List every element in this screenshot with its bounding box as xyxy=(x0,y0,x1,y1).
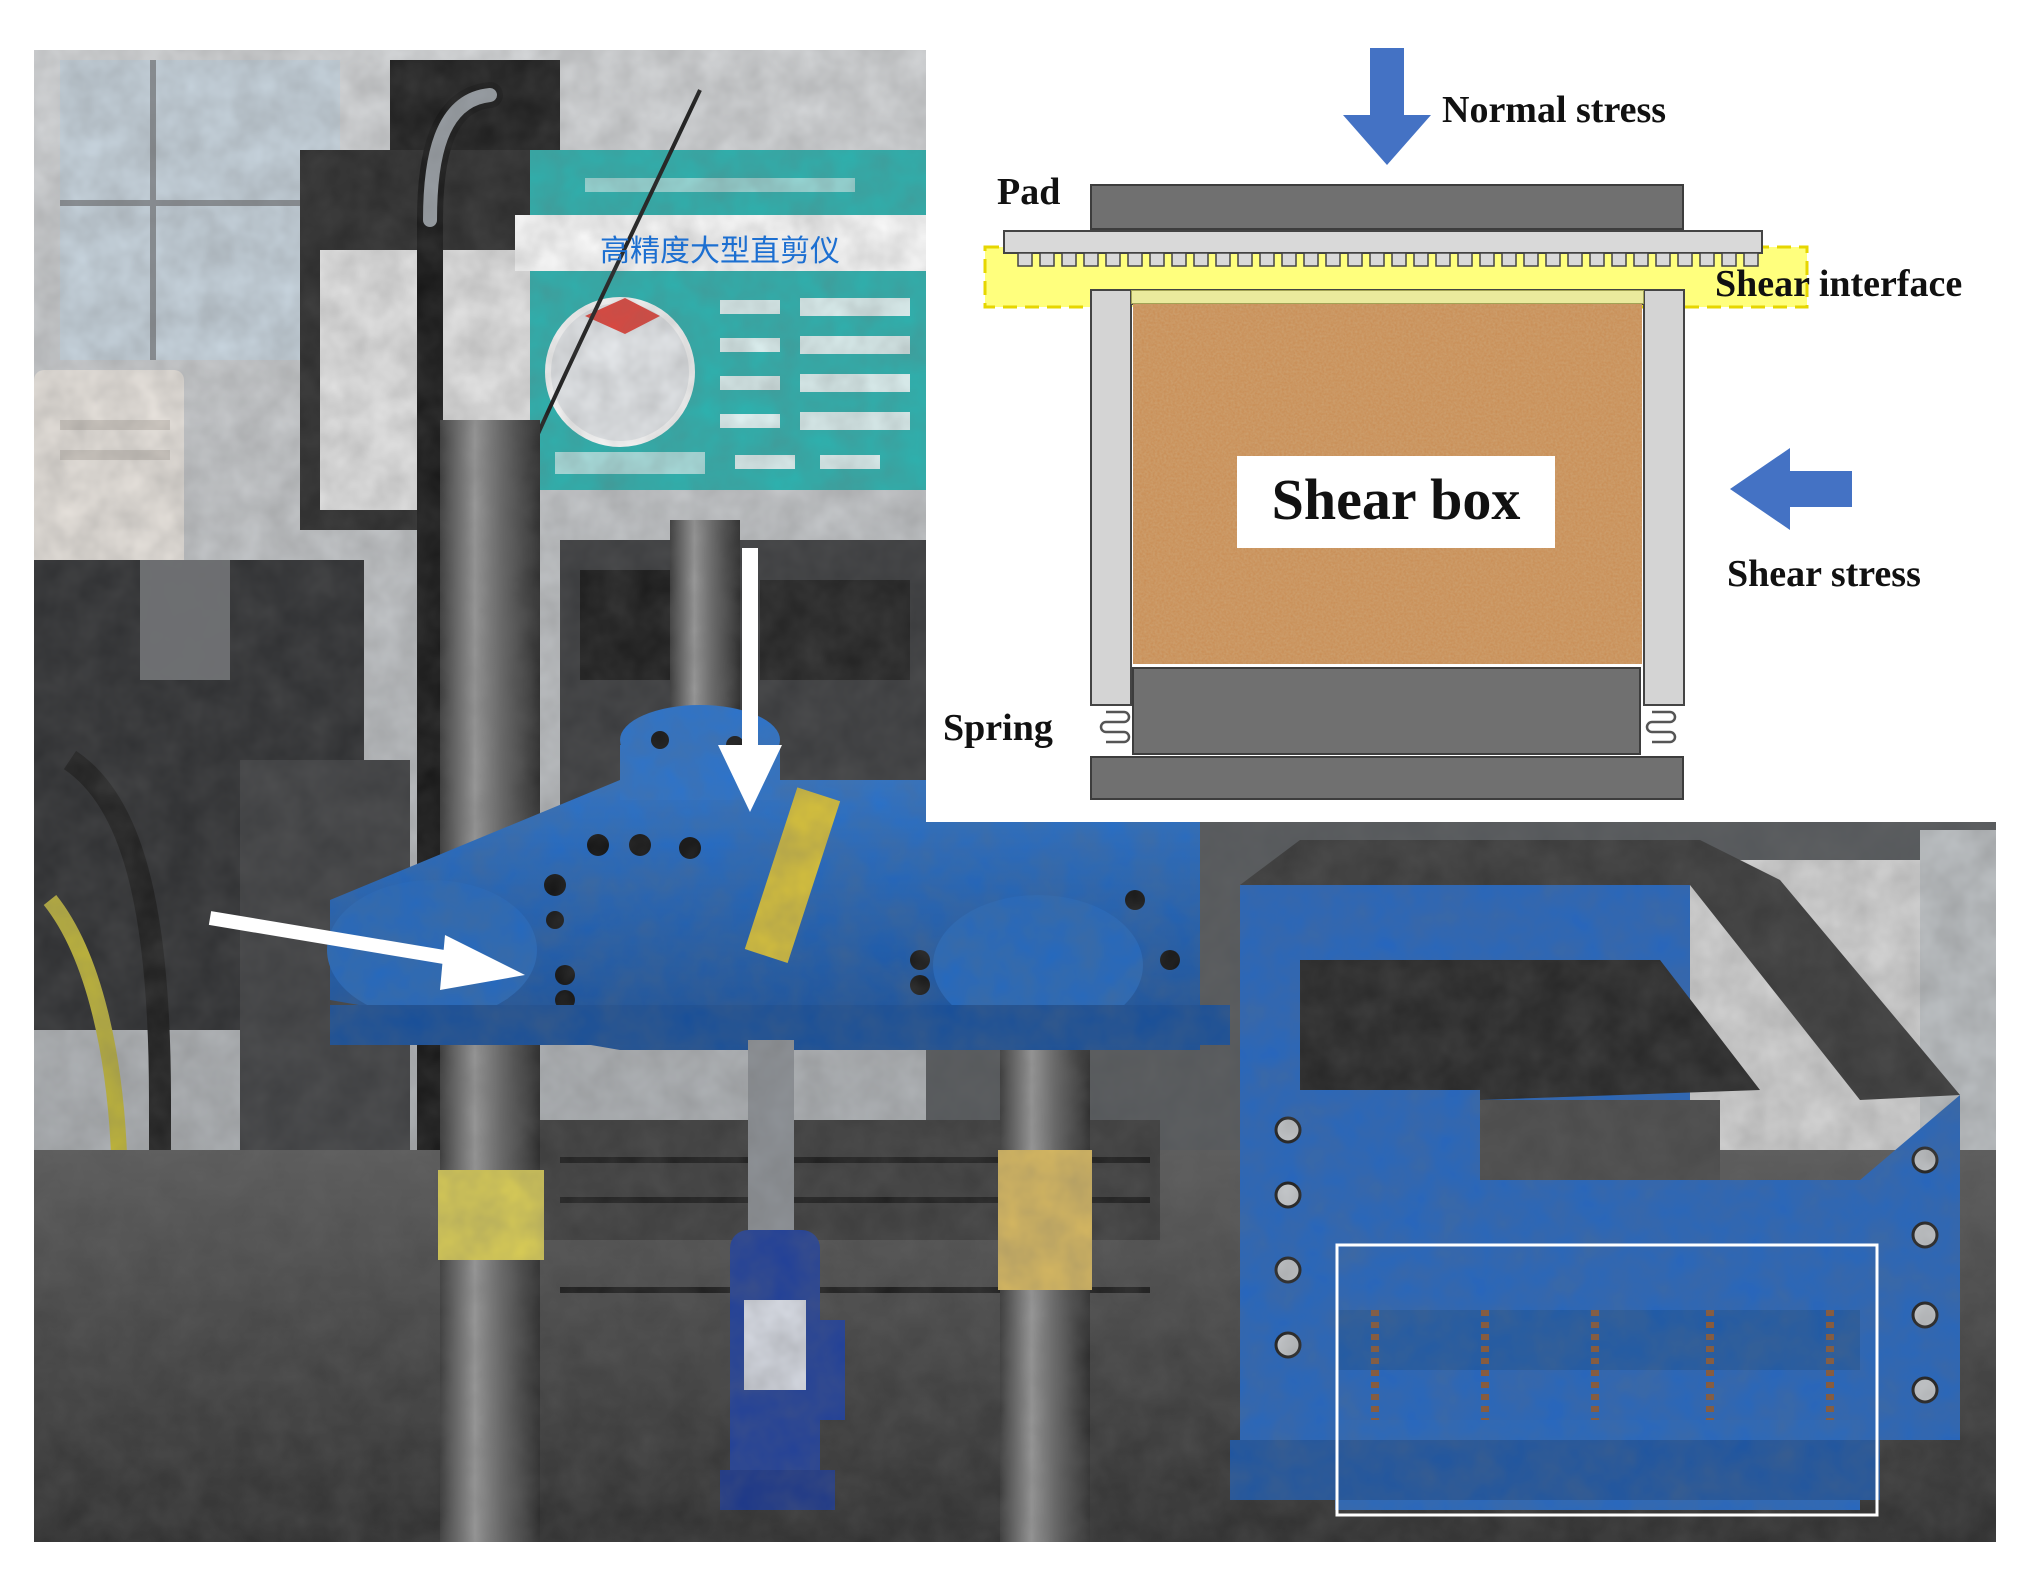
base-plate xyxy=(1090,756,1684,800)
lower-block xyxy=(1132,667,1641,755)
upper-plate xyxy=(1003,230,1763,254)
right-wall xyxy=(1643,289,1685,706)
left-wall xyxy=(1090,289,1132,706)
spring-label: Spring xyxy=(943,707,1053,749)
right-spring xyxy=(1645,710,1677,744)
normal-stress-arrow xyxy=(1343,48,1431,165)
interface-teeth xyxy=(1017,252,1759,267)
machine-sign-title: 高精度大型直剪仪 xyxy=(600,234,840,269)
left-spring xyxy=(1099,710,1131,744)
shear-stress-label: Shear stress xyxy=(1727,553,1921,595)
shear-box-label-bg xyxy=(1237,456,1555,548)
pad xyxy=(1090,184,1684,230)
shear-box-label: Shear box xyxy=(1271,467,1521,532)
shear-stress-arrow xyxy=(1730,448,1852,530)
schematic-diagram xyxy=(926,36,2024,822)
shear-load-arrow xyxy=(208,911,525,990)
shear-interface-label: Shear interface xyxy=(1715,263,1963,305)
normal-load-arrow xyxy=(718,548,782,812)
pad-label: Pad xyxy=(997,171,1061,213)
spring-highlight-box xyxy=(1335,1243,1879,1517)
normal-stress-label: Normal stress xyxy=(1442,89,1667,131)
